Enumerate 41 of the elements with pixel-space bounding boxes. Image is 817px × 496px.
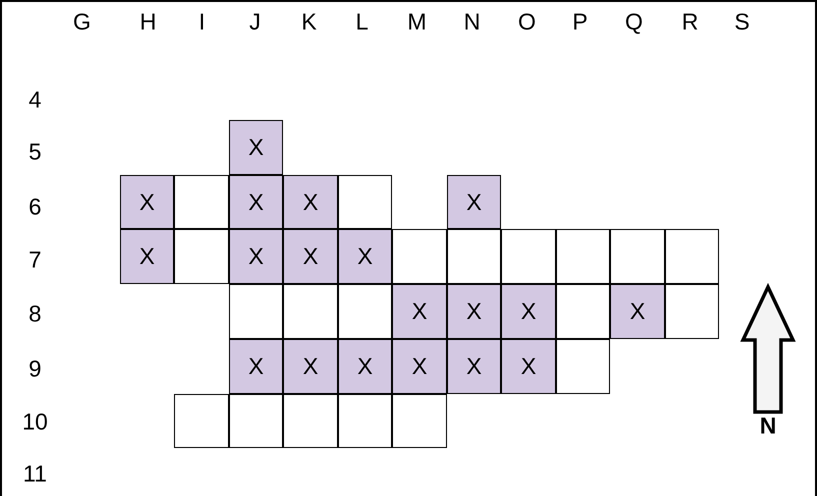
marked-grid-cell: X [229, 175, 283, 229]
north-label: N [760, 414, 776, 438]
row-number: 5 [28, 140, 42, 164]
column-letter: G [73, 10, 91, 34]
marked-grid-cell: X [338, 229, 392, 284]
row-number: 6 [28, 196, 42, 218]
marked-grid-cell: X [501, 339, 556, 394]
column-letter: L [356, 10, 368, 34]
column-letter: M [407, 10, 427, 34]
column-letter: H [140, 10, 156, 34]
row-number: 9 [28, 358, 42, 380]
marked-grid-cell: X [447, 339, 501, 394]
marked-grid-cell: X [229, 229, 283, 284]
marked-grid-cell: X [610, 284, 665, 339]
row-number: 4 [28, 88, 42, 112]
marked-grid-cell: X [229, 339, 283, 394]
column-letter: K [301, 10, 317, 34]
column-letter: S [734, 10, 750, 34]
row-number: 8 [28, 302, 42, 326]
row-number: 7 [28, 248, 42, 272]
marked-grid-cell: X [283, 175, 338, 229]
column-letter: P [572, 10, 588, 34]
column-letter: R [682, 10, 698, 34]
row-number: 11 [23, 462, 47, 486]
marked-grid-cell: X [392, 339, 447, 394]
column-letter: Q [625, 10, 643, 34]
marked-grid-cell: X [447, 175, 501, 229]
marked-grid-cell: X [447, 284, 501, 339]
column-letter: O [518, 10, 536, 34]
marked-grid-cell: X [392, 284, 447, 339]
marked-grid-cell: X [283, 339, 338, 394]
row-number: 10 [22, 410, 48, 434]
marked-grid-cell: X [283, 229, 338, 284]
marked-grid-cell: X [338, 339, 392, 394]
marked-grid-cell: X [501, 284, 556, 339]
column-letter: J [249, 10, 261, 34]
marked-grid-cell: X [120, 229, 174, 284]
marked-grid-cell: X [120, 175, 174, 229]
marked-grid-cell: X [229, 120, 283, 175]
column-letter: I [198, 10, 206, 34]
column-letter: N [464, 10, 480, 34]
